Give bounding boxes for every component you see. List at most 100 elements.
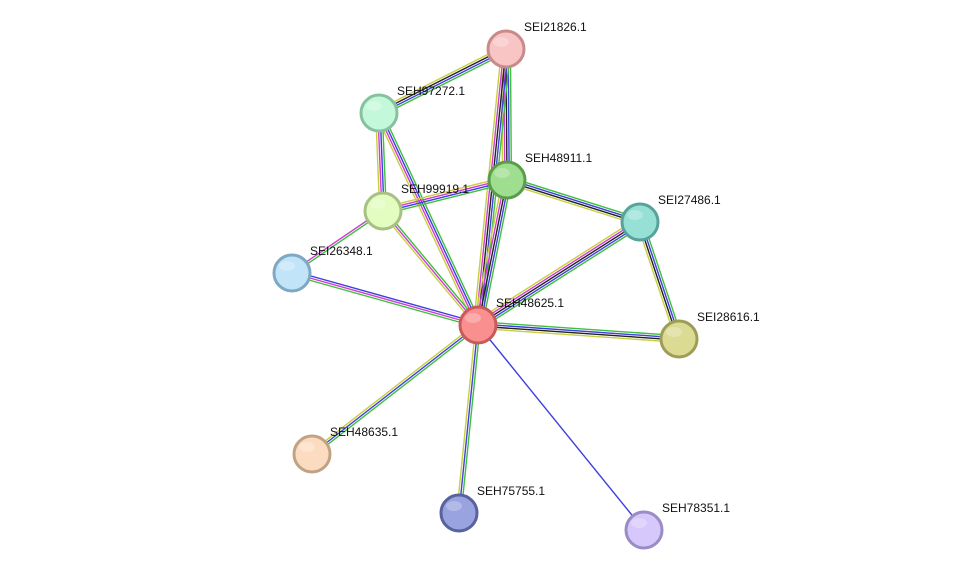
edge-line-yellow — [382, 176, 507, 209]
node-highlight — [446, 501, 462, 511]
edge-SEI27486.1-SEH48625.1[interactable] — [475, 217, 643, 330]
edge-SEH48911.1-SEH99919.1[interactable] — [382, 176, 508, 215]
edge-line-green — [291, 274, 478, 328]
node-circle[interactable] — [458, 305, 498, 345]
edge-line-yellow — [472, 178, 504, 325]
node-label: SEH97272.1 — [397, 84, 465, 98]
edge-line-green — [381, 111, 482, 324]
edge-line-green — [481, 180, 513, 327]
node-circle[interactable] — [487, 160, 527, 200]
edge-line-blue — [311, 324, 479, 455]
node-SEI27486.1[interactable]: SEI27486.1 — [620, 193, 721, 242]
edge-line-green — [384, 209, 481, 325]
edge-line-green — [380, 51, 508, 117]
edge-line-blue — [458, 324, 479, 514]
node-circle[interactable] — [659, 319, 699, 359]
node-circle[interactable] — [624, 510, 664, 550]
edge-SEH99919.1-SEH48625.1[interactable] — [380, 209, 481, 327]
node-SEH78351.1[interactable]: SEH78351.1 — [624, 501, 730, 550]
edge-line-magenta — [475, 179, 506, 325]
node-highlight — [627, 210, 643, 220]
node-highlight — [279, 261, 295, 271]
node-label: SEI21826.1 — [524, 20, 587, 34]
node-SEI28616.1[interactable]: SEI28616.1 — [659, 310, 760, 359]
node-label: SEH78351.1 — [662, 501, 730, 515]
node-highlight — [631, 518, 647, 528]
edge-line-magenta — [382, 210, 479, 326]
edge-line-yellow — [456, 324, 477, 513]
node-SEH75755.1[interactable]: SEH75755.1 — [439, 484, 545, 533]
edge-line-blue — [292, 270, 479, 324]
edge-line-magenta — [382, 178, 507, 211]
node-circle[interactable] — [486, 29, 526, 69]
edge-SEI26348.1-SEH48625.1[interactable] — [291, 270, 479, 328]
node-circle[interactable] — [359, 93, 399, 133]
edge-SEH48911.1-SEI27486.1[interactable] — [505, 176, 642, 226]
node-SEH48625.1[interactable]: SEH48625.1 — [458, 296, 564, 345]
edge-line-blue — [477, 324, 645, 531]
edge-SEH48625.1-SEH75755.1[interactable] — [456, 324, 481, 514]
node-circle[interactable] — [272, 253, 312, 293]
node-label: SEH48635.1 — [330, 425, 398, 439]
edge-line-blue — [383, 180, 508, 213]
node-label: SEH75755.1 — [477, 484, 545, 498]
edge-line-black — [506, 180, 640, 224]
edge-line-green — [642, 220, 683, 339]
node-label: SEI28616.1 — [697, 310, 760, 324]
node-label: SEI27486.1 — [658, 193, 721, 207]
edge-line-magenta — [476, 219, 640, 324]
node-highlight — [493, 37, 509, 47]
edge-line-yellow — [477, 327, 679, 343]
edge-line-magenta — [291, 272, 479, 326]
edge-line-blue — [379, 112, 480, 325]
edge-line-green — [478, 321, 680, 337]
node-circle[interactable] — [363, 191, 403, 231]
edge-line-black — [638, 222, 679, 340]
node-circle[interactable] — [292, 434, 332, 474]
edge-line-yellow — [636, 222, 677, 341]
edge-line-black — [477, 179, 508, 326]
edge-line-blue — [478, 323, 680, 339]
node-SEI21826.1[interactable]: SEI21826.1 — [486, 20, 587, 69]
edge-line-green — [479, 225, 643, 330]
edge-line-blue — [379, 49, 507, 115]
edge-line-yellow — [475, 217, 639, 322]
edge-SEH97272.1-SEH48625.1[interactable] — [375, 111, 482, 327]
edge-line-yellow — [505, 182, 640, 226]
edge-line-black — [477, 221, 641, 326]
node-label: SEH48625.1 — [496, 296, 564, 310]
node-SEH48911.1[interactable]: SEH48911.1 — [487, 151, 592, 200]
node-highlight — [494, 168, 510, 178]
node-circle[interactable] — [439, 493, 479, 533]
edge-line-yellow — [375, 114, 476, 327]
edge-line-black — [378, 47, 506, 113]
edge-line-magenta — [377, 113, 478, 326]
node-highlight — [370, 199, 386, 209]
edge-SEH48625.1-SEH48635.1[interactable] — [310, 322, 480, 457]
edge-SEH48911.1-SEH48625.1[interactable] — [472, 178, 513, 327]
node-SEI26348.1[interactable]: SEI26348.1 — [272, 244, 373, 293]
node-label: SEI26348.1 — [310, 244, 373, 258]
edge-SEI21826.1-SEH97272.1[interactable] — [377, 45, 508, 117]
edge-line-blue — [478, 223, 642, 328]
edge-line-green — [509, 48, 513, 180]
edge-line-black — [477, 325, 679, 341]
edge-SEI27486.1-SEI28616.1[interactable] — [636, 220, 683, 341]
edge-line-blue — [640, 221, 681, 339]
edge-line-green — [312, 326, 480, 457]
edge-line-green — [507, 176, 642, 220]
edges-layer — [290, 45, 683, 531]
nodes-layer: SEI21826.1SEH97272.1SEH48911.1SEH99919.1… — [272, 20, 760, 550]
edge-line-green — [383, 182, 508, 215]
node-highlight — [299, 442, 315, 452]
edge-SEH48625.1-SEH78351.1[interactable] — [477, 324, 645, 531]
edge-SEH48625.1-SEI28616.1[interactable] — [477, 321, 680, 343]
node-SEH48635.1[interactable]: SEH48635.1 — [292, 425, 398, 474]
node-circle[interactable] — [620, 202, 660, 242]
node-highlight — [465, 313, 481, 323]
node-label: SEH99919.1 — [401, 182, 469, 196]
edge-line-blue — [479, 180, 510, 326]
node-SEH99919.1[interactable]: SEH99919.1 — [363, 182, 469, 231]
node-SEH97272.1[interactable]: SEH97272.1 — [359, 84, 465, 133]
